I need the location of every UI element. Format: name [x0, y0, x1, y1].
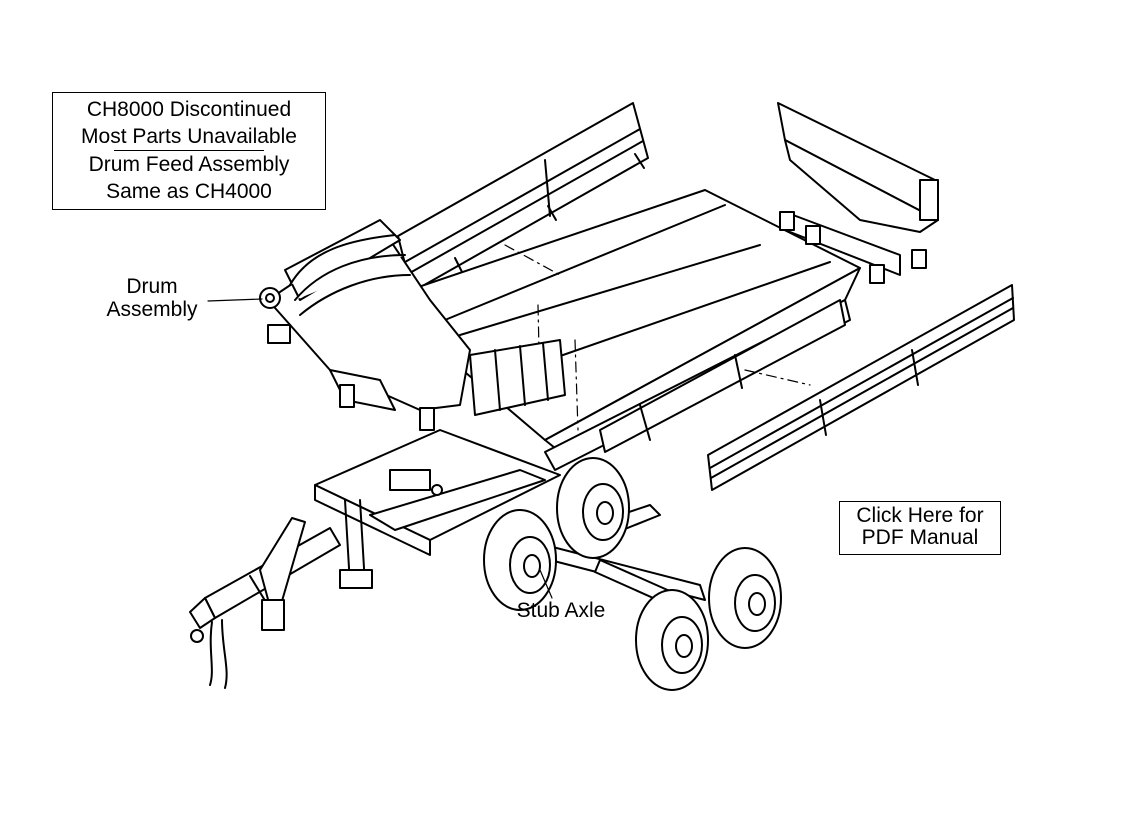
notice-line-1: CH8000 Discontinued	[86, 98, 292, 121]
drum-assembly	[259, 219, 471, 431]
wheel-front-left	[483, 509, 557, 611]
rear-wing	[777, 102, 939, 284]
end-guard	[469, 339, 566, 416]
manual-line-1: Click Here for	[856, 504, 984, 527]
wheel-rear-left	[635, 589, 709, 691]
stub-axle-leader-line	[539, 569, 553, 599]
hitch	[189, 517, 341, 689]
chassis	[314, 429, 561, 589]
wheel-rear-right	[708, 547, 782, 649]
wheel-front-right	[556, 457, 630, 559]
discontinued-notice: CH8000 Discontinued Most Parts Unavailab…	[52, 92, 326, 210]
notice-line-4: Same as CH4000	[106, 180, 272, 203]
manual-line-2: PDF Manual	[861, 526, 979, 549]
notice-line-2: Most Parts Unavailable	[81, 125, 297, 148]
drum-leader-line	[207, 298, 263, 302]
main-frame	[544, 299, 851, 471]
stub-axle-link[interactable]: Stub Axle	[516, 599, 606, 622]
drum-label-line-2: Assembly	[106, 298, 198, 321]
right-side-rail	[707, 284, 1015, 491]
pdf-manual-button[interactable]: Click Here for PDF Manual	[839, 501, 1001, 555]
notice-divider	[114, 150, 264, 151]
notice-line-3: Drum Feed Assembly	[88, 153, 290, 176]
drum-label-line-1: Drum	[126, 275, 178, 298]
drum-assembly-link[interactable]: Drum Assembly	[96, 275, 208, 321]
